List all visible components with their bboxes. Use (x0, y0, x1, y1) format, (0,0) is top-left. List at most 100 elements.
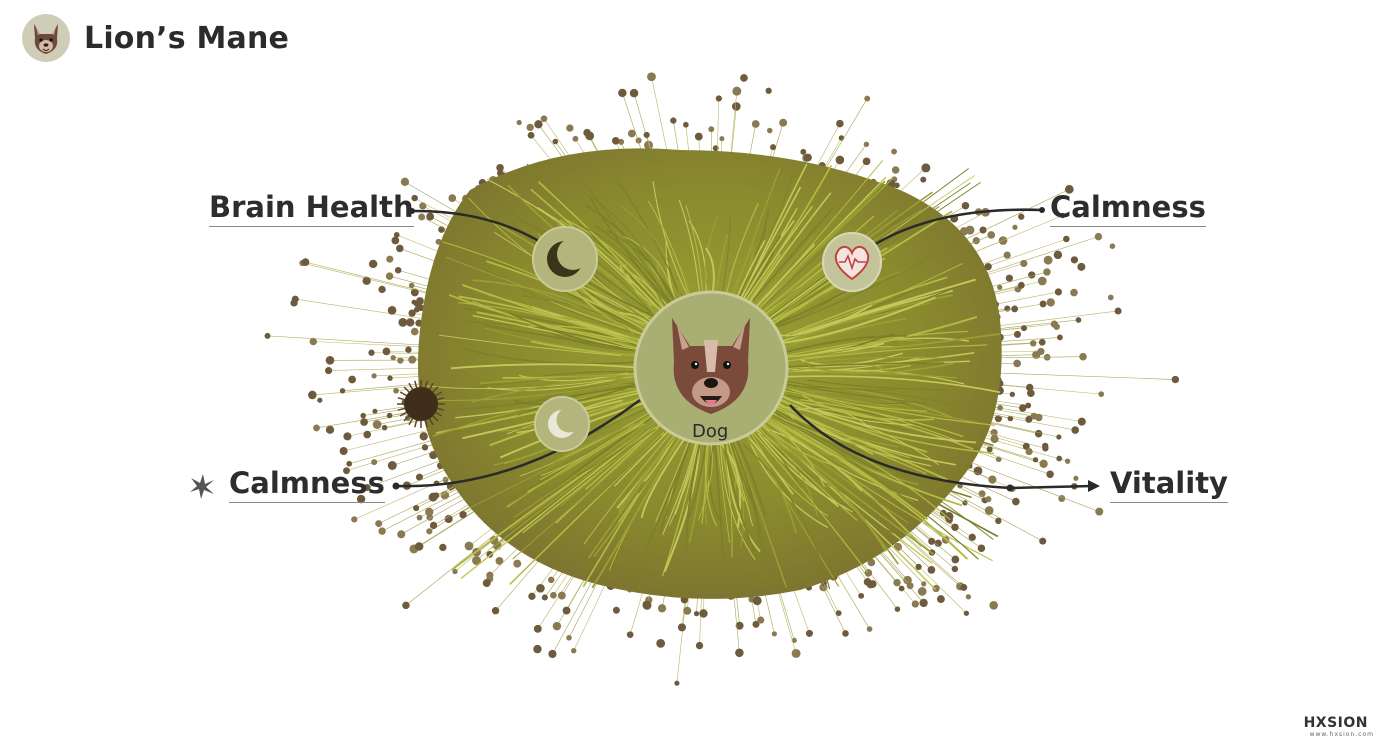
spore-dot (752, 596, 762, 606)
spore-dot (866, 626, 873, 632)
spore-dot (990, 435, 999, 444)
spore-dot (526, 123, 534, 132)
spore-dot (894, 606, 901, 612)
mushroom-strand (746, 400, 979, 560)
mushroom-strand (433, 377, 667, 413)
spore-dot (418, 213, 426, 221)
spore-dot (378, 285, 386, 294)
spore-dot (1018, 213, 1025, 220)
spore-dot (699, 609, 708, 618)
spore-dot (491, 607, 500, 615)
spore-dot (893, 542, 903, 552)
mushroom-strand (485, 327, 654, 358)
spore-dot (751, 120, 760, 128)
spore-dot (951, 523, 959, 531)
mushroom-strand (751, 433, 829, 517)
spore-dot (429, 521, 438, 530)
spore-dot (417, 304, 424, 312)
spore-dot (400, 177, 410, 187)
mushroom-strand (487, 378, 616, 391)
mushroom-strand (539, 423, 645, 481)
spore-dot (397, 357, 404, 364)
spore-dot (944, 512, 954, 521)
spore-dot (1070, 256, 1079, 264)
spore-dot (1032, 457, 1039, 463)
spore-dot (390, 355, 396, 361)
spore-dot (541, 594, 548, 601)
spore-dot (732, 102, 741, 111)
mushroom-strand (807, 379, 947, 391)
spore-dot (438, 226, 445, 233)
spore-dot (732, 86, 742, 96)
mushroom-strand (762, 413, 929, 521)
spore-dot (425, 507, 434, 517)
spore-dot (836, 119, 844, 128)
spore-dot (317, 397, 323, 403)
spore-dot (973, 466, 983, 476)
spore-dot (547, 576, 555, 584)
spore-dot (426, 212, 435, 221)
spore-dot (987, 231, 996, 239)
mushroom-strand (777, 378, 894, 391)
spore-dot (1046, 298, 1055, 307)
crescent-moon-icon (532, 226, 598, 292)
spore-dot (963, 610, 970, 616)
spore-dot (533, 624, 542, 633)
spore-dot (995, 517, 1002, 525)
mushroom-strand (448, 294, 628, 341)
spore-dot (988, 475, 997, 484)
mushroom-strand (614, 423, 676, 487)
spore-dot (1037, 276, 1047, 286)
spore-dot (371, 459, 378, 466)
spore-dot (1025, 447, 1033, 456)
mushroom-strand (782, 332, 1001, 360)
spore-dot (989, 601, 998, 610)
spore-dot (372, 408, 378, 414)
spore-dot (398, 317, 408, 327)
spore-dot (416, 514, 423, 521)
spore-dot (765, 87, 772, 94)
spore-dot (550, 591, 557, 599)
spore-dot (961, 201, 970, 210)
mushroom-strand (776, 414, 919, 486)
spore-dot (325, 425, 335, 434)
spore-dot (1070, 288, 1078, 297)
spore-dot (405, 346, 412, 353)
spore-dot (472, 556, 481, 566)
spore-dot (1079, 352, 1087, 361)
mushroom-strand (780, 304, 873, 337)
mushroom-strand (768, 371, 957, 379)
spore-dot (402, 601, 410, 610)
mushroom-strand (578, 188, 672, 302)
spore-dot (997, 404, 1003, 411)
mushroom-strand (461, 347, 639, 365)
spore-dot (677, 623, 687, 632)
spore-dot (990, 429, 998, 437)
spore-dot (516, 119, 522, 126)
spore-dot (410, 288, 419, 297)
spore-dot (1043, 255, 1053, 265)
spore-dot (951, 555, 960, 564)
spore-dot (290, 299, 298, 307)
mushroom-strand (471, 378, 652, 403)
spore-dot (803, 153, 812, 162)
spore-dot (444, 514, 453, 524)
spore-dot (986, 446, 993, 453)
spore-dot (979, 226, 987, 234)
spore-dot (378, 527, 386, 535)
mushroom-strand (786, 346, 898, 359)
spore-dot (495, 557, 504, 565)
spore-dot (936, 595, 945, 604)
spore-dot (921, 163, 931, 173)
spore-dot (965, 594, 972, 600)
mushroom-strand (479, 374, 636, 385)
mushroom-strand (798, 403, 907, 432)
spore-dot (898, 585, 905, 592)
spore-dot (1095, 507, 1104, 516)
spore-dot (408, 355, 417, 364)
spore-dot (712, 145, 719, 152)
spore-dot (1025, 402, 1032, 409)
spore-dot (951, 565, 959, 573)
dog-avatar-icon (22, 14, 70, 62)
spore-dot (552, 138, 559, 145)
